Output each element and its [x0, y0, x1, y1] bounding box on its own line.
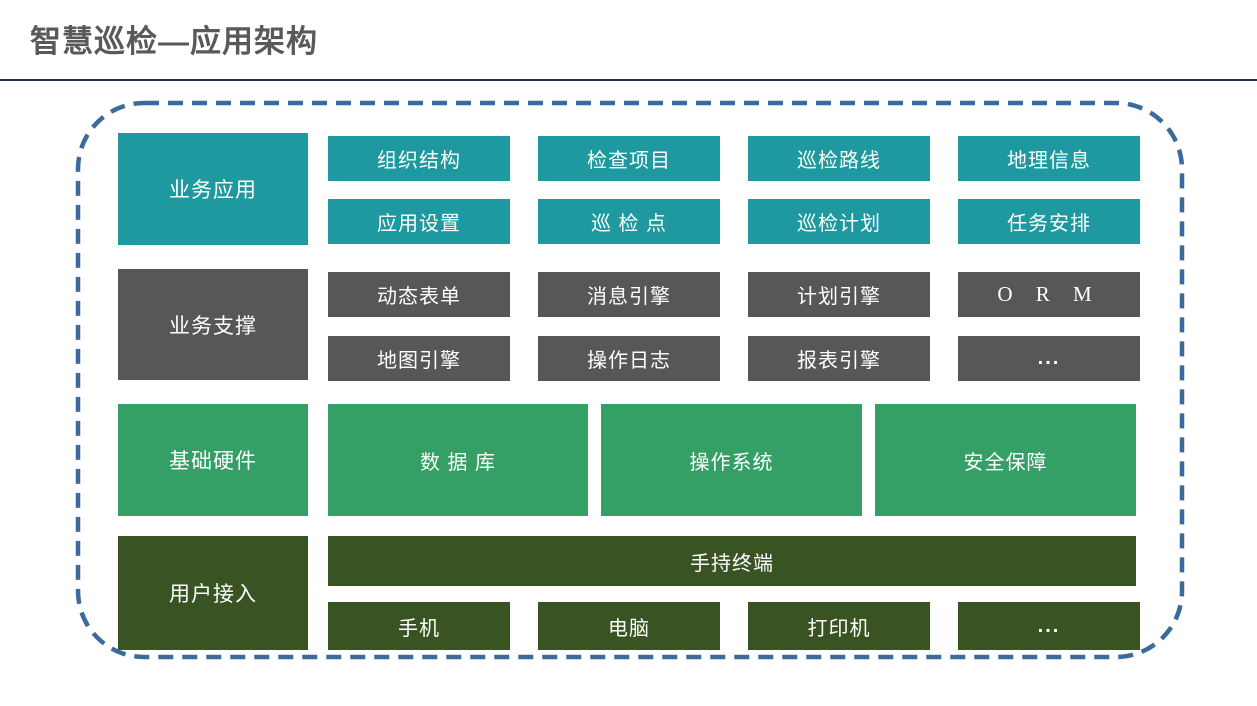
cell-database: 数 据 库	[328, 404, 588, 516]
cell-printer: 打印机	[748, 602, 930, 650]
cell-org-structure: 组织结构	[328, 136, 510, 181]
cell-dynamic-forms: 动态表单	[328, 272, 510, 317]
cell-app-settings: 应用设置	[328, 199, 510, 244]
row-label-user-access: 用户接入	[118, 536, 308, 650]
row-label-basic-hardware: 基础硬件	[118, 404, 308, 516]
title-separator	[0, 79, 1257, 81]
row-label-business-application: 业务应用	[118, 133, 308, 245]
cell-mobile-phone: 手机	[328, 602, 510, 650]
cell-geo-info: 地理信息	[958, 136, 1140, 181]
cell-computer: 电脑	[538, 602, 720, 650]
cell-security-assurance: 安全保障	[875, 404, 1136, 516]
cell-orm: O R M	[958, 272, 1140, 317]
cell-support-more: ...	[958, 336, 1140, 381]
cell-task-schedule: 任务安排	[958, 199, 1140, 244]
row-label-business-support: 业务支撑	[118, 269, 308, 380]
cell-handheld-terminal: 手持终端	[328, 536, 1136, 586]
cell-inspection-routes: 巡检路线	[748, 136, 930, 181]
cell-message-engine: 消息引擎	[538, 272, 720, 317]
cell-inspection-points: 巡 检 点	[538, 199, 720, 244]
cell-plan-engine: 计划引擎	[748, 272, 930, 317]
page-title: 智慧巡检—应用架构	[30, 24, 318, 59]
cell-inspection-items: 检查项目	[538, 136, 720, 181]
cell-inspection-plan: 巡检计划	[748, 199, 930, 244]
dashed-border	[75, 100, 1185, 660]
cell-access-more: ...	[958, 602, 1140, 650]
cell-report-engine: 报表引擎	[748, 336, 930, 381]
cell-operation-logs: 操作日志	[538, 336, 720, 381]
cell-map-engine: 地图引擎	[328, 336, 510, 381]
cell-operating-system: 操作系统	[601, 404, 862, 516]
